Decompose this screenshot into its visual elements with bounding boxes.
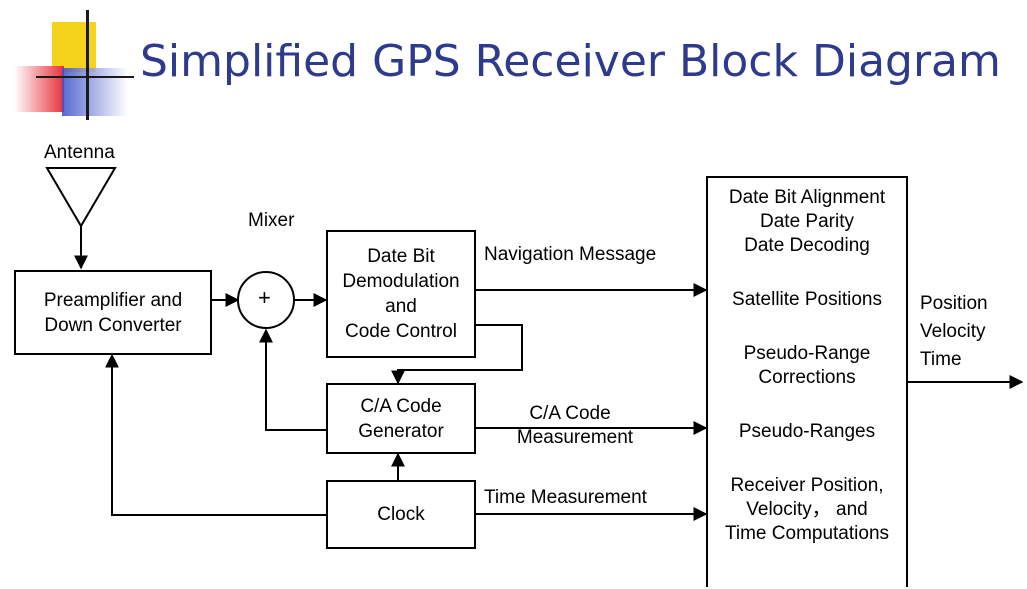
clock-label: Clock (377, 504, 425, 525)
preamplifier-block: Preamplifier and Down Converter (14, 270, 212, 355)
proc-pseudo-ranges: Pseudo-Ranges (738, 421, 876, 442)
output-velocity: Velocity (920, 321, 986, 342)
output-position: Position (920, 293, 988, 314)
navigation-processor-block: Date Bit Alignment Date Parity Date Deco… (706, 176, 908, 587)
logo-red-square (14, 66, 64, 112)
logo-vertical-line (86, 10, 89, 120)
antenna-symbol (45, 167, 117, 228)
ca-measurement-label: C/A Code Measurement (500, 402, 650, 450)
proc-corrections-line-2: Corrections (758, 367, 856, 388)
antenna-label: Antenna (44, 142, 115, 163)
navigation-message-label: Navigation Message (484, 244, 657, 265)
demodulation-line-3: and (385, 296, 417, 317)
demod-to-ca-gen (391, 324, 523, 385)
preamplifier-line-2: Down Converter (44, 314, 182, 336)
proc-solution-line-2: Velocity， and (746, 499, 868, 520)
clock-block: Clock (326, 480, 476, 549)
proc-corrections-line-1: Pseudo-Range (743, 343, 871, 364)
mixer-plus-sign: + (258, 285, 271, 310)
proc-satellite-positions: Satellite Positions (732, 289, 882, 310)
output-label: Position Velocity Time (920, 290, 988, 374)
preamplifier-line-1: Preamplifier and (43, 289, 183, 311)
demodulation-line-2: Demodulation (342, 271, 460, 292)
clock-to-preamp (105, 353, 326, 516)
time-measurement-label: Time Measurement (484, 487, 647, 508)
ca-measurement-line-1: C/A Code (529, 403, 611, 424)
proc-data-line-3: Date Decoding (744, 235, 870, 256)
logo (14, 10, 134, 120)
demodulation-line-1: Date Bit (367, 246, 435, 267)
ca-generator-line-2: Generator (358, 420, 444, 442)
demodulation-block: Date Bit Demodulation and Code Control (326, 230, 476, 358)
proc-solution-line-1: Receiver Position, (730, 475, 884, 496)
page-title: Simplified GPS Receiver Block Diagram (140, 36, 1001, 87)
ca-gen-to-mixer (259, 328, 326, 431)
demodulation-line-4: Code Control (345, 321, 457, 342)
proc-data-line-2: Date Parity (760, 211, 854, 232)
logo-horizontal-line (36, 76, 134, 78)
ca-generator-line-1: C/A Code (360, 395, 442, 417)
output-time: Time (920, 349, 962, 370)
proc-data-line-1: Date Bit Alignment (728, 187, 886, 208)
ca-measurement-line-2: Measurement (516, 427, 634, 448)
mixer-label: Mixer (248, 210, 295, 231)
ca-code-generator-block: C/A Code Generator (326, 383, 476, 454)
proc-solution-line-3: Time Computations (724, 523, 890, 544)
